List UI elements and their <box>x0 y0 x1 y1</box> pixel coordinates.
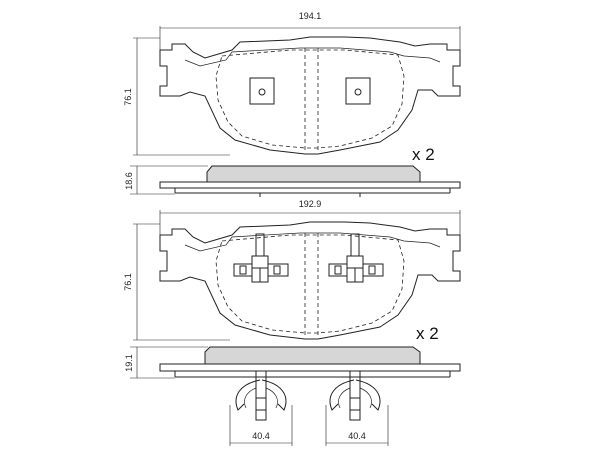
top-pad-height-label: 76.1 <box>123 88 133 106</box>
top-pad-side-view: 18.6 <box>124 165 461 197</box>
bottom-pad-side-view: 19.1 40.4 <box>124 346 461 446</box>
top-pad-front-view: 194.1 76.1 x 2 <box>123 11 461 164</box>
bottom-pad-quantity-label: x 2 <box>416 324 439 343</box>
bottom-pad-front-view: 192.9 76.1 <box>123 199 461 343</box>
right-spring-clip <box>328 233 384 283</box>
bottom-pad-height-label: 76.1 <box>123 273 133 291</box>
left-spring-clip <box>233 233 289 283</box>
left-clip-side-view <box>235 371 287 421</box>
bottom-pad-thickness-label: 19.1 <box>124 354 134 372</box>
top-pad-quantity-label: x 2 <box>412 145 435 164</box>
bottom-pad-width-label: 192.9 <box>299 199 322 209</box>
top-pad-thickness-label: 18.6 <box>124 172 134 190</box>
right-clip-side-view <box>329 371 381 421</box>
clip-right-width-label: 40.4 <box>348 431 366 441</box>
top-pad-width-label: 194.1 <box>299 11 322 21</box>
clip-left-width-label: 40.4 <box>252 431 270 441</box>
